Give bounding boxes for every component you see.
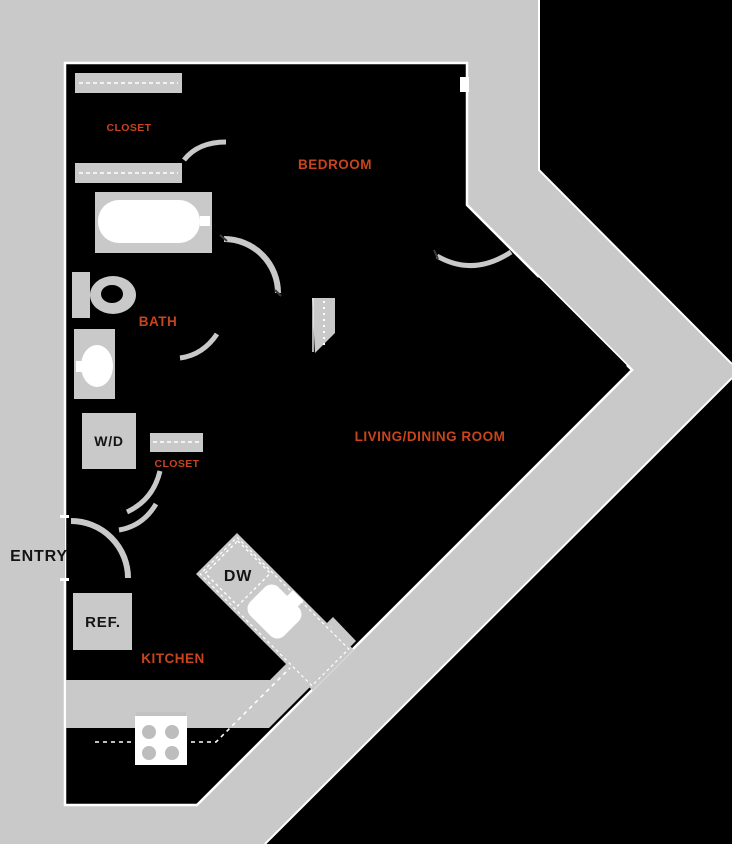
hall-door-arc	[435, 249, 513, 268]
bath-sink	[81, 345, 113, 387]
bathtub-basin	[98, 200, 200, 243]
burner	[165, 746, 179, 760]
closet-hall-label: CLOSET	[155, 458, 200, 470]
bedroom-label: BEDROOM	[298, 157, 372, 172]
bath-sink-faucet	[76, 361, 91, 372]
entry-opening	[56, 518, 65, 578]
stove	[135, 716, 187, 765]
dishwasher-outline	[204, 539, 272, 607]
offsite-top-right	[539, 0, 732, 364]
diagonal-wall-outline	[537, 277, 627, 367]
refrigerator-label: REF.	[85, 614, 121, 631]
kitchen-label: KITCHEN	[141, 651, 205, 666]
door-tick	[433, 249, 439, 260]
entry-jamb-bottom	[60, 578, 69, 581]
burner	[142, 725, 156, 739]
entry-label: ENTRY	[10, 548, 68, 565]
living-dining-label: LIVING/DINING ROOM	[355, 429, 506, 444]
toilet-bowl-inner	[101, 285, 123, 303]
bath-door-arc	[179, 332, 220, 361]
entry-jamb-top	[60, 515, 69, 518]
offsite-top-right-edge	[538, 0, 732, 365]
toilet-tank	[72, 272, 90, 318]
door-tick	[274, 289, 282, 297]
wall-nib	[460, 77, 469, 92]
bath-label: BATH	[139, 314, 178, 329]
kitchen-peninsula	[195, 533, 354, 691]
kitchen-counter	[66, 617, 356, 728]
offsite-bottom-right-edge	[264, 377, 732, 844]
entry-door-arc	[70, 518, 131, 579]
door-tick	[219, 234, 228, 242]
closet-door-arc	[182, 139, 227, 162]
washer-dryer-label: W/D	[94, 433, 124, 449]
kitchen-sink-faucet	[285, 590, 304, 609]
washer-dryer	[82, 413, 136, 469]
stove-panel	[136, 712, 186, 718]
hall-door-arc-2	[118, 502, 159, 533]
refrigerator	[73, 593, 132, 650]
bathtub-faucet	[200, 216, 210, 226]
hall-closet-door-arc	[125, 470, 163, 515]
bedroom-door-arc	[223, 236, 281, 294]
closet-bedroom-label: CLOSET	[107, 122, 152, 134]
burner	[142, 746, 156, 760]
dishwasher-label: DW	[224, 568, 252, 585]
burner	[165, 725, 179, 739]
